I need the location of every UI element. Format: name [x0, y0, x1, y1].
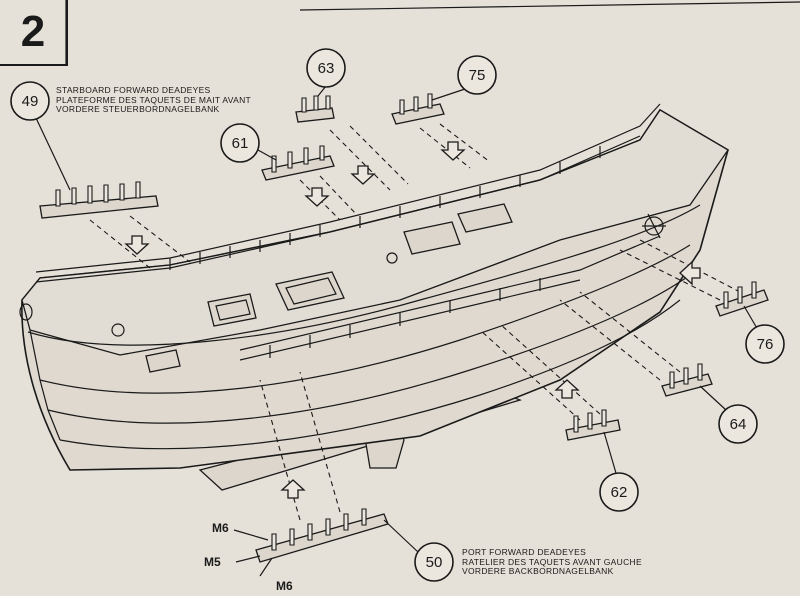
marker-m5: M5	[204, 555, 221, 569]
starboard-deadeyes-label: STARBOARD FORWARD DEADEYES PLATEFORME DE…	[56, 85, 251, 115]
part-number: 49	[22, 93, 39, 110]
part-64-pinrail	[661, 363, 713, 397]
down-arrow-icon	[440, 141, 466, 161]
callout-leaders	[35, 85, 759, 577]
part-number: 75	[469, 67, 486, 84]
step-number: 2	[0, 0, 68, 66]
callout-49: 49	[10, 81, 50, 121]
callout-61: 61	[220, 123, 260, 163]
label-line-fr: RATELIER DES TAQUETS AVANT GAUCHE	[462, 556, 642, 567]
part-number: 62	[611, 484, 628, 501]
bulwark-rails	[35, 103, 661, 361]
part-62-pinrail	[565, 409, 621, 441]
part-49-pinrail	[39, 181, 159, 219]
part-50-pinrail	[255, 508, 389, 563]
ship-hull	[19, 108, 729, 471]
callout-64: 64	[718, 404, 758, 444]
callout-75: 75	[457, 55, 497, 95]
deck-fittings	[111, 203, 666, 373]
frame-line-top	[299, 1, 800, 11]
label-line-en: STARBOARD FORWARD DEADEYES	[56, 85, 211, 95]
marker-m6-top: M6	[212, 521, 229, 535]
callout-63: 63	[306, 48, 346, 88]
callout-50: 50	[414, 542, 454, 582]
left-arrow-icon	[679, 260, 701, 286]
part-number: 76	[757, 336, 774, 353]
part-number: 63	[318, 60, 335, 77]
up-arrow-icon	[280, 479, 306, 499]
label-line-de: VORDERE STEUERBORDNAGELBANK	[56, 104, 220, 114]
down-arrow-icon	[304, 187, 330, 207]
part-76-pinrail	[715, 281, 769, 317]
port-deadeyes-label: PORT FORWARD DEADEYES RATELIER DES TAQUE…	[462, 547, 642, 577]
part-61-pinrail	[261, 145, 335, 181]
part-number: 64	[730, 416, 747, 433]
down-arrow-icon	[350, 165, 376, 185]
callout-62: 62	[599, 472, 639, 512]
marker-m6-bottom: M6	[276, 579, 293, 593]
part-75-pinrail	[391, 93, 445, 125]
label-line-en: PORT FORWARD DEADEYES	[462, 547, 587, 557]
part-63-pinrail	[295, 95, 335, 123]
label-line-fr: PLATEFORME DES TAQUETS DE MAIT AVANT	[56, 94, 251, 105]
callout-76: 76	[745, 324, 785, 364]
label-line-de: VORDERE BACKBORDNAGELBANK	[462, 566, 614, 576]
part-number: 61	[232, 135, 249, 152]
down-arrow-icon	[124, 235, 150, 255]
up-arrow-icon	[554, 379, 580, 399]
part-number: 50	[426, 554, 443, 571]
